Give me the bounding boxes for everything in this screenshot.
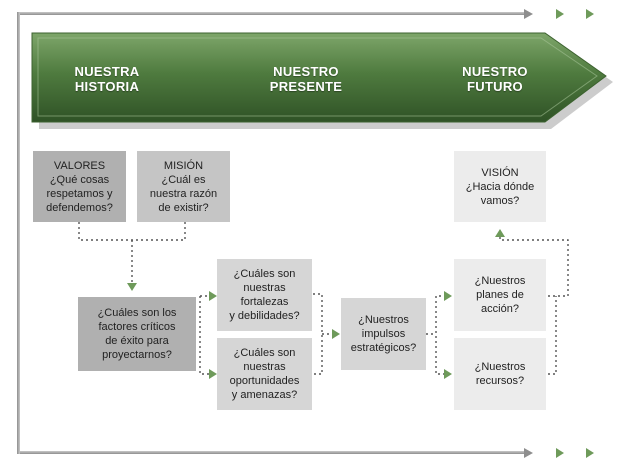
- factores-line-1: ¿Cuáles son los: [97, 307, 177, 319]
- planes-line-2: planes de: [476, 289, 524, 301]
- bottom-green-triangle-1: [556, 448, 564, 458]
- valores-line-4: defendemos?: [46, 201, 113, 214]
- factores-line-3: de éxito para: [105, 335, 169, 347]
- box-planes-accion: ¿Nuestros planes de acción?: [454, 259, 546, 331]
- arrow-to-fortalezas: [209, 291, 217, 301]
- banner-future-line1: NUESTRO: [462, 64, 528, 79]
- fortalezas-line-1: ¿Cuáles son: [233, 268, 296, 280]
- vision-line-2: ¿Hacia dónde: [465, 180, 535, 193]
- box-fortalezas-debilidades: ¿Cuáles son nuestras fortalezas y debili…: [217, 259, 312, 331]
- banner-future-line2: FUTURO: [467, 79, 523, 94]
- vision-line-1: VISIÓN: [481, 166, 519, 179]
- oportunidades-line-4: y amenazas?: [231, 389, 298, 401]
- box-vision: VISIÓN ¿Hacia dónde vamos?: [454, 151, 546, 222]
- mision-line-2: ¿Cuál es: [161, 173, 206, 186]
- oportunidades-line-1: ¿Cuáles son: [233, 347, 296, 359]
- oportunidades-line-2: nuestras: [243, 361, 286, 373]
- banner-history-line1: NUESTRA: [74, 64, 140, 79]
- recursos-line-1: ¿Nuestros: [474, 361, 526, 373]
- arrow-to-factores: [127, 283, 137, 291]
- valores-line-2: ¿Qué cosas: [49, 173, 110, 186]
- recursos-line-2: recursos?: [475, 375, 525, 387]
- box-oportunidades-amenazas: ¿Cuáles son nuestras oportunidades y ame…: [217, 338, 312, 410]
- bottom-green-triangle-2: [586, 448, 594, 458]
- fortalezas-line-3: fortalezas: [240, 296, 289, 308]
- banner-label-history: NUESTRA HISTORIA: [62, 64, 152, 94]
- top-rule-arrowhead: [524, 9, 533, 19]
- oportunidades-line-3: oportunidades: [229, 375, 300, 387]
- valores-line-3: respetamos y: [46, 187, 113, 200]
- box-impulsos-estrategicos: ¿Nuestros impulsos estratégicos?: [341, 298, 426, 370]
- top-green-triangle-2: [586, 9, 594, 19]
- box-valores: VALORES ¿Qué cosas respetamos y defendem…: [33, 151, 126, 222]
- top-green-triangle-1: [556, 9, 564, 19]
- impulsos-line-3: estratégicos?: [350, 342, 417, 354]
- bottom-rule-arrowhead: [524, 448, 533, 458]
- vision-line-3: vamos?: [480, 194, 520, 207]
- planes-line-1: ¿Nuestros: [474, 275, 526, 287]
- top-rule: [17, 12, 527, 15]
- timeline-banner-arrow: [31, 32, 613, 129]
- banner-present-line1: NUESTRO: [273, 64, 339, 79]
- arrow-to-oportunidades: [209, 369, 217, 379]
- bottom-rule: [17, 451, 527, 454]
- banner-label-future: NUESTRO FUTURO: [450, 64, 540, 94]
- banner-history-line2: HISTORIA: [74, 79, 140, 94]
- arrow-to-recursos: [444, 369, 452, 379]
- factores-line-4: proyectarnos?: [102, 349, 172, 361]
- fortalezas-line-4: y debilidades?: [229, 310, 300, 322]
- arrow-to-impulsos: [332, 329, 340, 339]
- mision-line-3: nuestra razón: [149, 187, 218, 200]
- valores-line-1: VALORES: [53, 159, 106, 172]
- banner-present-line2: PRESENTE: [269, 79, 343, 94]
- left-rule: [17, 12, 20, 454]
- arrow-to-planes: [444, 291, 452, 301]
- impulsos-line-1: ¿Nuestros: [358, 314, 409, 326]
- arrow-to-vision: [495, 229, 505, 237]
- planes-line-3: acción?: [481, 303, 519, 315]
- box-factores-criticos: ¿Cuáles son los factores críticos de éxi…: [78, 297, 196, 371]
- box-mision: MISIÓN ¿Cuál es nuestra razón de existir…: [137, 151, 230, 222]
- box-recursos: ¿Nuestros recursos?: [454, 338, 546, 410]
- banner-label-present: NUESTRO PRESENTE: [258, 64, 354, 94]
- impulsos-line-2: impulsos: [361, 328, 406, 340]
- mision-line-4: de existir?: [158, 201, 209, 214]
- factores-line-2: factores críticos: [98, 321, 176, 333]
- fortalezas-line-2: nuestras: [243, 282, 286, 294]
- mision-line-1: MISIÓN: [163, 159, 204, 172]
